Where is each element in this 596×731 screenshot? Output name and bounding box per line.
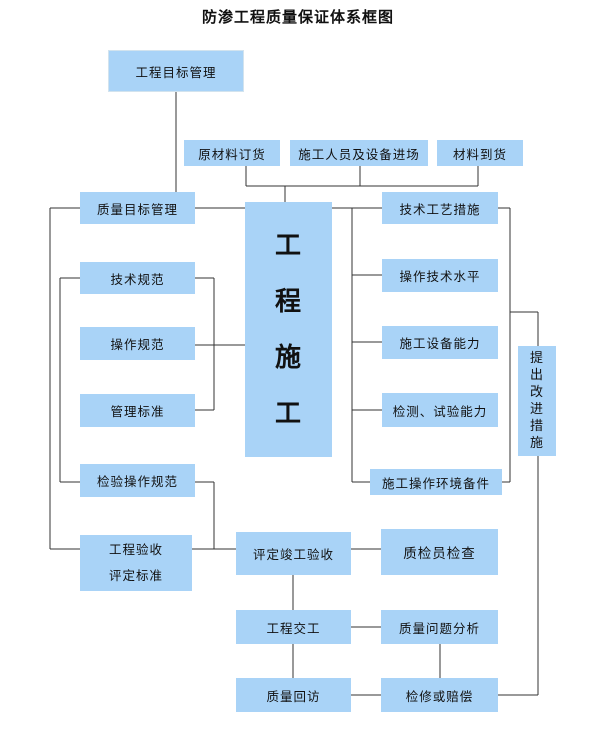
handover-box: 工程交工 <box>236 610 351 644</box>
environment-prep-label: 施工操作环境备件 <box>381 475 490 491</box>
acceptance-standard-line2: 评定标准 <box>108 568 163 583</box>
handover-label: 工程交工 <box>266 620 321 636</box>
raw-material-order-label: 原材料订货 <box>198 146 266 162</box>
repair-compensation-box: 检修或赔偿 <box>381 678 498 712</box>
return-visit-label: 质量回访 <box>266 688 321 704</box>
staff-equipment-entry-label: 施工人员及设备进场 <box>298 146 420 162</box>
op-spec-label: 操作规范 <box>110 337 165 352</box>
acceptance-standard-box: 工程验收 评定标准 <box>80 535 192 591</box>
acceptance-standard-line1: 工程验收 <box>108 542 163 557</box>
test-capability-box: 检测、试验能力 <box>382 393 498 427</box>
quality-goal-management-box: 质量目标管理 <box>80 192 195 224</box>
return-visit-box: 质量回访 <box>236 678 351 712</box>
tech-spec-label: 技术规范 <box>110 271 165 287</box>
tech-spec-box: 技术规范 <box>80 262 195 294</box>
test-capability-label: 检测、试验能力 <box>392 403 488 419</box>
op-spec-box: 操作规范 <box>80 327 195 360</box>
repair-compensation-label: 检修或赔偿 <box>405 688 474 704</box>
equipment-capability-label: 施工设备能力 <box>399 336 481 351</box>
staff-equipment-entry-box: 施工人员及设备进场 <box>290 140 428 166</box>
equipment-capability-box: 施工设备能力 <box>382 326 498 359</box>
improvement-measures-label: 提出改进措施 <box>529 351 544 451</box>
quality-goal-management-label: 质量目标管理 <box>96 201 178 217</box>
qc-inspection-label: 质检员检查 <box>403 546 476 562</box>
op-tech-level-box: 操作技术水平 <box>382 259 498 292</box>
goal-management-box: 工程目标管理 <box>108 50 244 92</box>
op-tech-level-label: 操作技术水平 <box>399 269 481 284</box>
tech-process-measures-label: 技术工艺措施 <box>399 201 481 217</box>
qc-inspection-box: 质检员检查 <box>381 529 498 575</box>
completion-acceptance-box: 评定竣工验收 <box>236 532 351 575</box>
improvement-measures-box: 提出改进措施 <box>518 346 556 456</box>
problem-analysis-box: 质量问题分析 <box>381 610 498 644</box>
tech-process-measures-box: 技术工艺措施 <box>382 192 498 224</box>
material-arrival-box: 材料到货 <box>437 140 523 166</box>
inspection-op-spec-label: 检验操作规范 <box>96 474 178 489</box>
material-arrival-label: 材料到货 <box>452 146 507 162</box>
inspection-op-spec-box: 检验操作规范 <box>80 464 195 497</box>
completion-acceptance-label: 评定竣工验收 <box>252 547 334 562</box>
construction-box: 工程施工 <box>245 202 332 457</box>
goal-management-label: 工程目标管理 <box>135 64 217 80</box>
raw-material-order-box: 原材料订货 <box>184 140 280 166</box>
environment-prep-box: 施工操作环境备件 <box>370 469 502 495</box>
diagram-title: 防渗工程质量保证体系框图 <box>201 8 394 26</box>
problem-analysis-label: 质量问题分析 <box>398 620 480 636</box>
mgmt-standard-label: 管理标准 <box>110 404 165 419</box>
mgmt-standard-box: 管理标准 <box>80 394 195 427</box>
construction-label: 工程施工 <box>274 230 302 429</box>
